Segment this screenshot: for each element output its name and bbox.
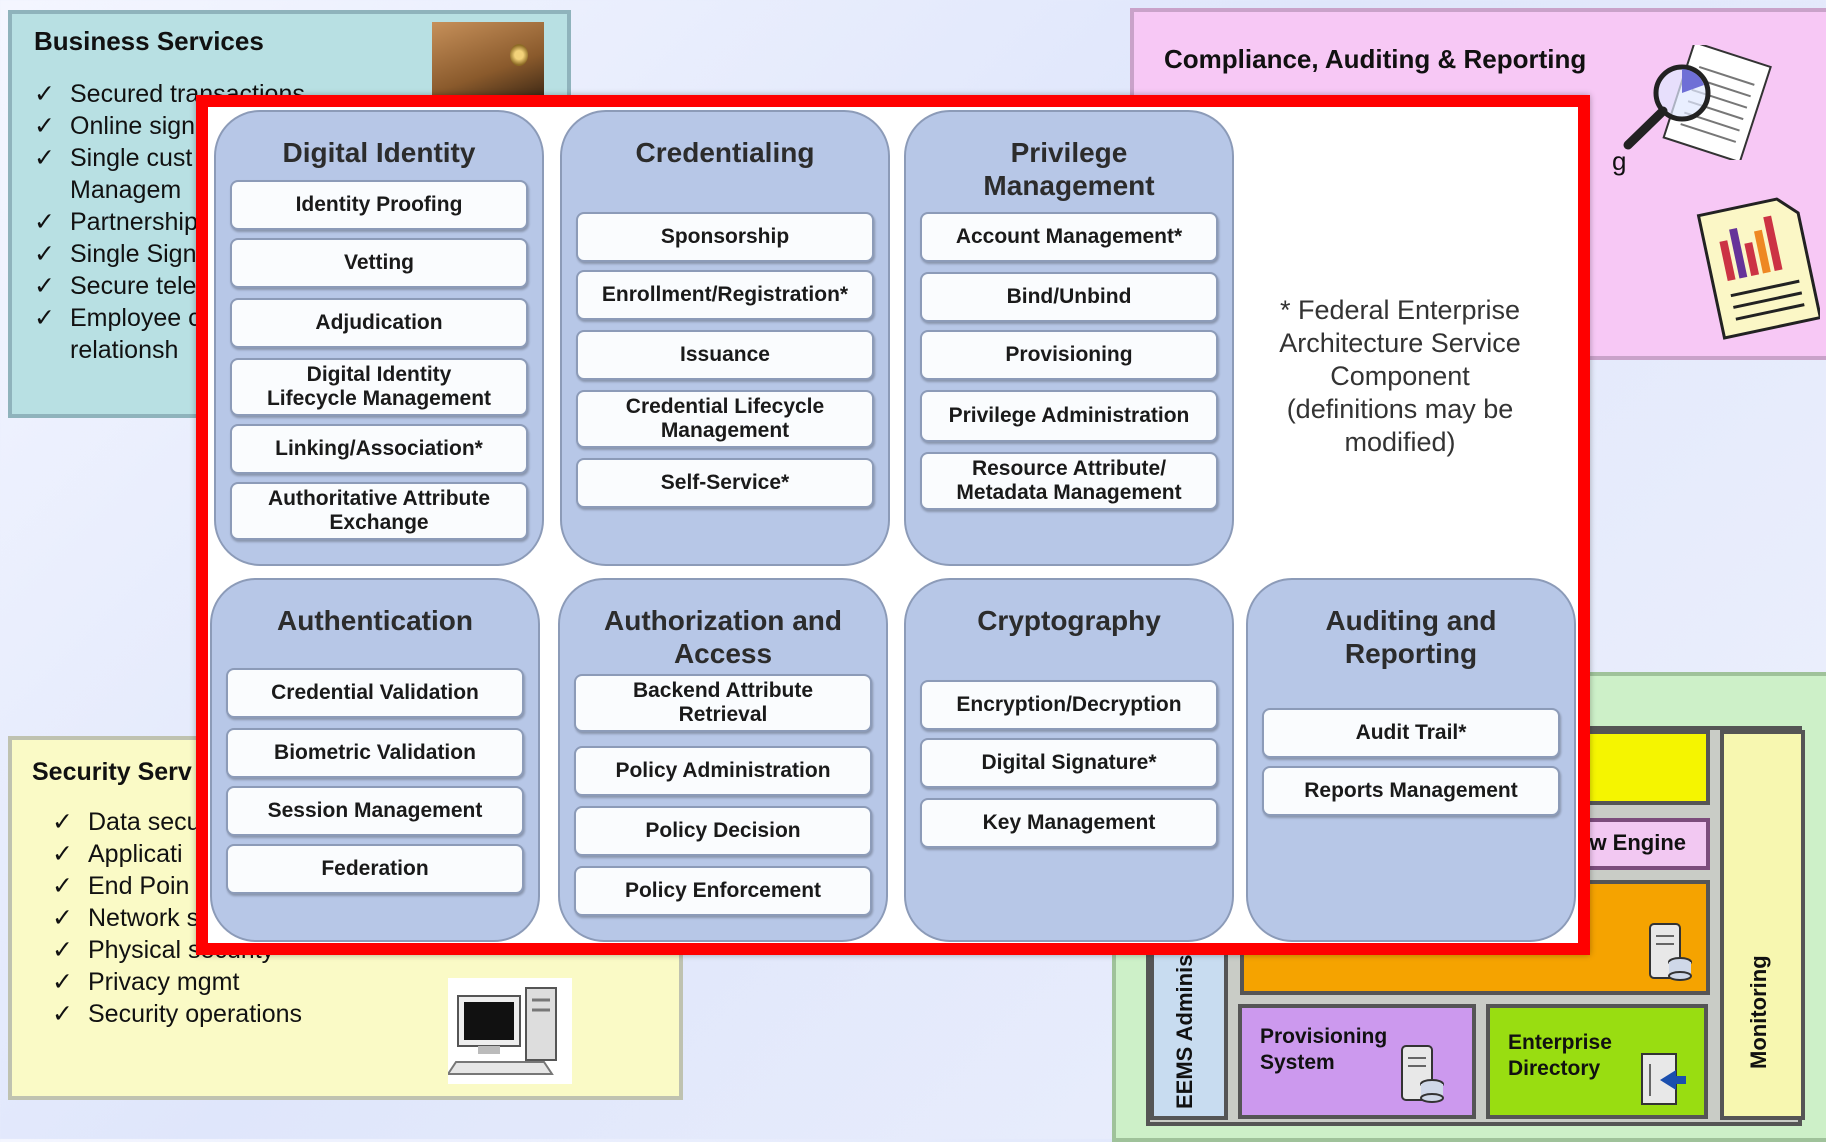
checkmark-icon: ✓ [34, 144, 55, 172]
group-title: Authorization and Access [604, 605, 842, 669]
service-component: Backend Attribute Retrieval [574, 674, 872, 732]
list-item: ✓Online sign [34, 112, 196, 140]
service-component: Resource Attribute/ Metadata Management [920, 452, 1218, 510]
security-services-list: ✓Data secu ✓Applicati ✓End Poin ✓Network… [52, 806, 302, 1030]
checkmark-icon: ✓ [34, 80, 55, 108]
list-item: ✓Secure tele [34, 272, 197, 300]
checkmark-icon: ✓ [52, 808, 73, 836]
eems-admin-label: EEMS Adminis [1172, 954, 1197, 1109]
list-item: ✓End Poin [52, 872, 190, 900]
checkmark-icon: ✓ [52, 936, 73, 964]
group-title: Auditing and Reporting [1325, 605, 1497, 669]
service-component: Account Management* [920, 212, 1218, 262]
fea-footnote: * Federal Enterprise Architecture Servic… [1279, 295, 1521, 457]
service-component: Encryption/Decryption [920, 680, 1218, 730]
magnifier-document-icon [1623, 45, 1772, 160]
service-component: Enrollment/Registration* [576, 270, 874, 320]
service-component: Sponsorship [576, 212, 874, 262]
compliance-title: Compliance, Auditing & Reporting [1164, 44, 1587, 74]
service-component: Session Management [226, 786, 524, 836]
list-item: ✓Partnership [34, 208, 198, 236]
directory-icon [1641, 1053, 1686, 1105]
service-component: Issuance [576, 330, 874, 380]
service-component: Biometric Validation [226, 728, 524, 778]
enterprise-directory-label: Enterprise Directory [1508, 1031, 1612, 1080]
service-component: Provisioning [920, 330, 1218, 380]
service-component: Digital Signature* [920, 738, 1218, 788]
service-component: Reports Management [1262, 766, 1560, 816]
checkmark-icon: ✓ [34, 272, 55, 300]
checkmark-icon: ✓ [34, 112, 55, 140]
service-component: Vetting [230, 238, 528, 288]
report-chart-icon [1696, 197, 1820, 340]
lock-icon [510, 44, 528, 66]
service-component: Credential Lifecycle Management [576, 390, 874, 448]
business-services-list: ✓Secured transactions ✓Online sign ✓Sing… [34, 78, 305, 366]
list-item: ✓Data secu [52, 808, 201, 836]
list-item: ✓Employee c relationsh [34, 304, 201, 364]
list-item: ✓Security operations [52, 1000, 303, 1028]
list-item: ✓Single cust Managem [34, 144, 193, 204]
service-component: Credential Validation [226, 668, 524, 718]
service-component: Policy Enforcement [574, 866, 872, 916]
checkmark-icon: ✓ [34, 304, 55, 332]
service-component: Linking/Association* [230, 424, 528, 474]
list-item: ✓Secured transactions [34, 80, 305, 108]
security-services-title: Security Serv [32, 758, 192, 786]
service-component: Digital Identity Lifecycle Management [230, 358, 528, 416]
service-component: Key Management [920, 798, 1218, 848]
checkmark-icon: ✓ [52, 872, 73, 900]
checkmark-icon: ✓ [52, 968, 73, 996]
group-title: Digital Identity [282, 137, 476, 168]
service-component: Federation [226, 844, 524, 894]
group-title: Authentication [277, 605, 473, 636]
checkmark-icon: ✓ [52, 840, 73, 868]
server-database-icon [1649, 923, 1692, 981]
service-component: Policy Decision [574, 806, 872, 856]
server-database-icon [1401, 1045, 1444, 1103]
checkmark-icon: ✓ [34, 208, 55, 236]
checkmark-icon: ✓ [52, 904, 73, 932]
service-component: Privilege Administration [920, 390, 1218, 442]
list-item: ✓Single Sign [34, 240, 197, 268]
service-component: Authoritative Attribute Exchange [230, 482, 528, 540]
safe-lock-photo [432, 22, 544, 100]
list-item: ✓Applicati [52, 840, 183, 868]
monitoring-block: Monitoring [1720, 730, 1805, 1120]
list-item: ✓Network s [52, 904, 200, 932]
service-component: Identity Proofing [230, 180, 528, 230]
checkmark-icon: ✓ [34, 240, 55, 268]
service-component: Policy Administration [574, 746, 872, 796]
monitoring-label: Monitoring [1746, 955, 1771, 1069]
service-component: Bind/Unbind [920, 272, 1218, 322]
group-title: Cryptography [977, 605, 1161, 636]
business-services-title: Business Services [34, 26, 264, 56]
compliance-partial-text: g [1612, 146, 1627, 176]
group-title: Privilege Management [983, 137, 1155, 201]
service-component: Self-Service* [576, 458, 874, 508]
service-component: Adjudication [230, 298, 528, 348]
desktop-computer-icon [448, 978, 572, 1084]
service-component: Audit Trail* [1262, 708, 1560, 758]
group-title: Credentialing [635, 137, 815, 168]
provisioning-system-label: Provisioning System [1260, 1025, 1388, 1074]
list-item: ✓Privacy mgmt [52, 968, 240, 996]
checkmark-icon: ✓ [52, 1000, 73, 1028]
